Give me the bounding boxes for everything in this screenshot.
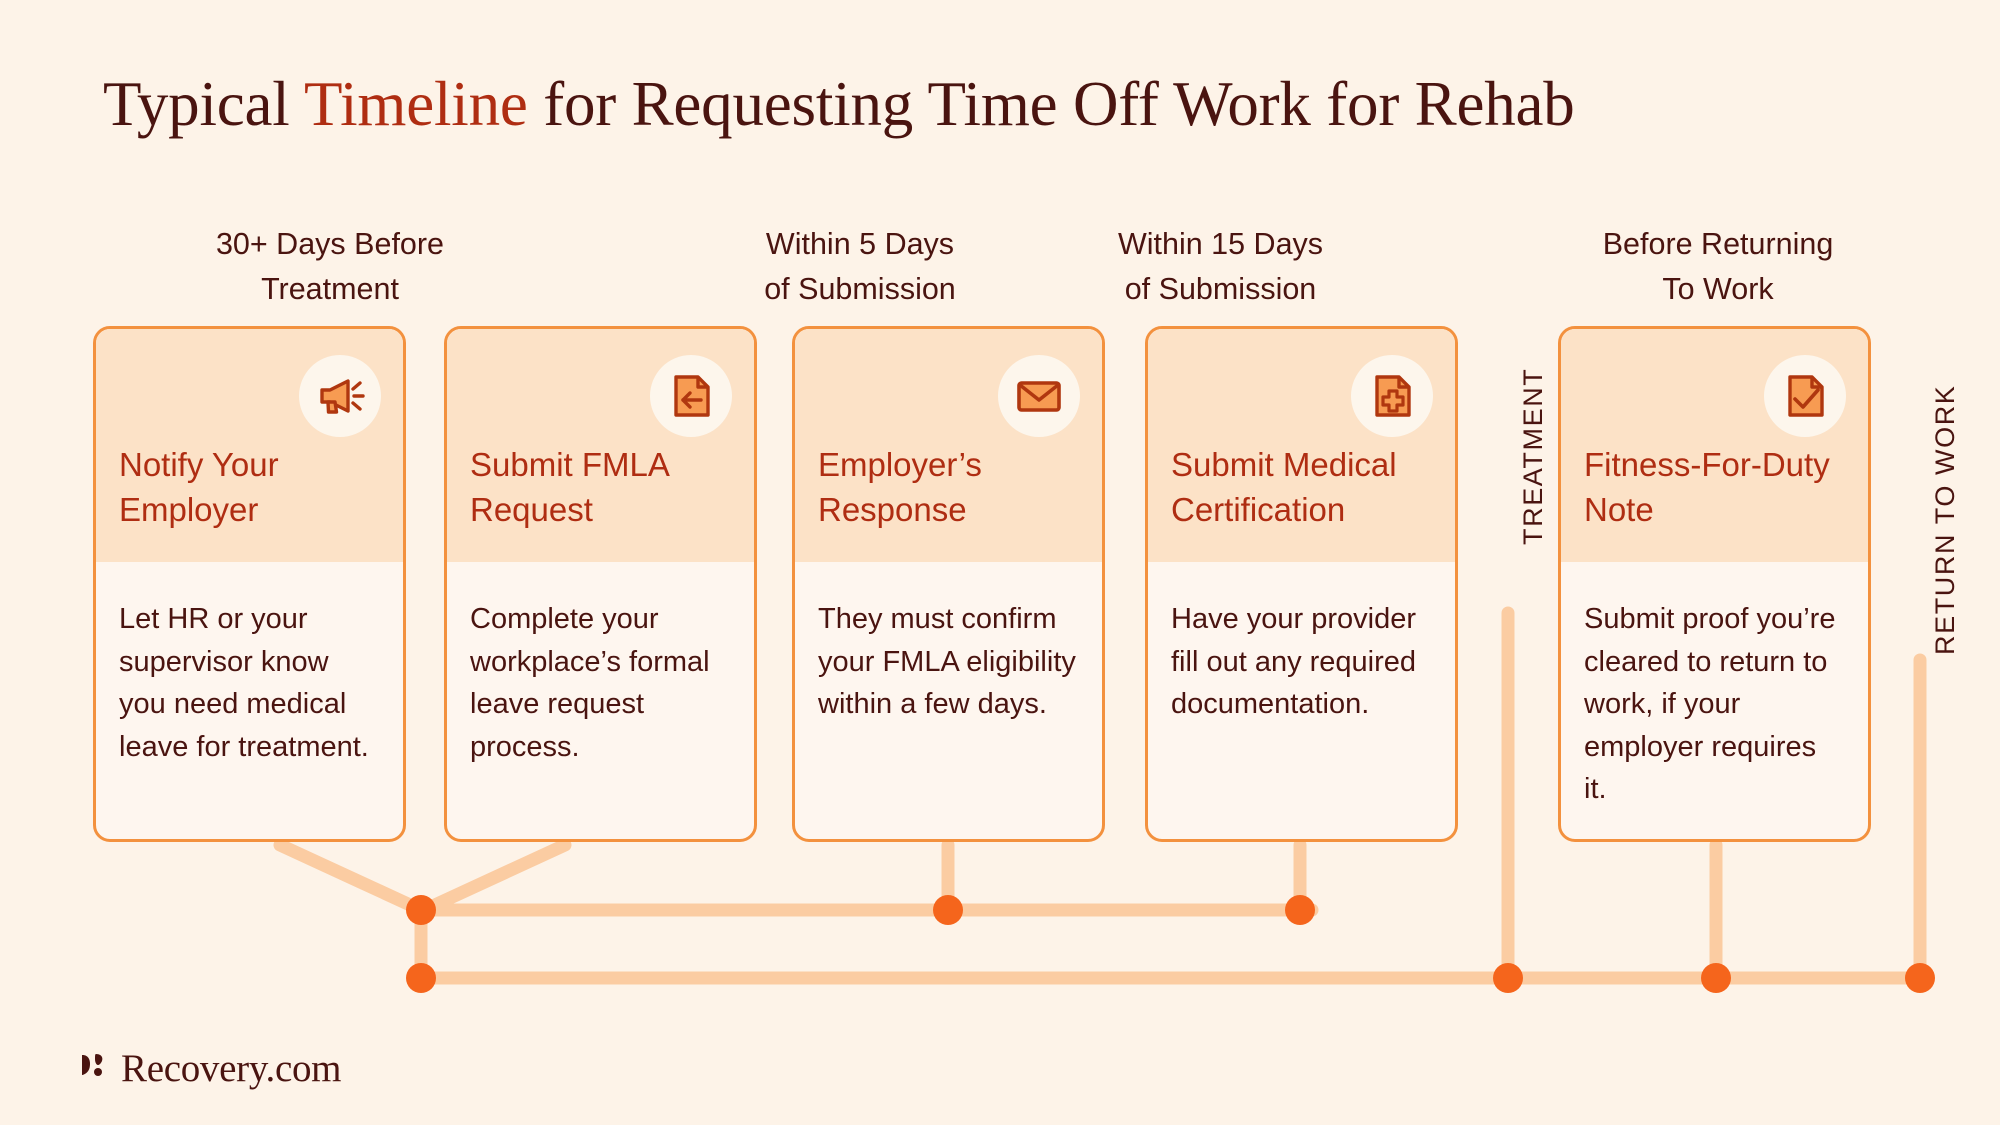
page-title: Typical Timeline for Requesting Time Off… <box>103 68 1933 141</box>
timeline-dot <box>1285 895 1315 925</box>
card-title: Submit FMLA Request <box>470 446 669 528</box>
timeline-dot <box>1905 963 1935 993</box>
phase-label-return-to-work: RETURN TO WORK <box>1930 384 1960 655</box>
page-title-after: for Requesting Time Off Work for Rehab <box>527 69 1575 139</box>
timeline-dot <box>406 963 436 993</box>
card-header-area: Notify Your Employer <box>96 329 403 562</box>
leaf-mark-icon <box>82 1053 103 1076</box>
timeline-card-3[interactable]: Employer’s Response They must confirm yo… <box>792 326 1105 842</box>
timeline-dot <box>1701 963 1731 993</box>
timeline-dot <box>933 895 963 925</box>
card-title: Employer’s Response <box>818 446 982 528</box>
document-check-icon <box>1764 355 1846 437</box>
timeline-card-1[interactable]: Notify Your Employer Let HR or your supe… <box>93 326 406 842</box>
page-title-before: Typical <box>103 69 305 139</box>
timeline-card-2[interactable]: Submit FMLA Request Complete your workpl… <box>444 326 757 842</box>
logo-text: Recovery.com <box>121 1047 342 1090</box>
document-medical-cross-icon <box>1351 355 1433 437</box>
card-header-area: Fitness-For-Duty Note <box>1561 329 1868 562</box>
card-body: Submit proof you’re cleared to return to… <box>1584 603 1836 805</box>
megaphone-icon <box>299 355 381 437</box>
card-body: They must confirm your FMLA eligibility … <box>818 603 1076 720</box>
card-title: Fitness-For-Duty Note <box>1584 446 1830 528</box>
phase-label-treatment: TREATMENT <box>1518 367 1548 545</box>
card-body: Complete your workplace’s formal leave r… <box>470 603 710 763</box>
card-body: Have your provider fill out any required… <box>1171 603 1417 720</box>
timeline-card-4[interactable]: Submit Medical Certification Have your p… <box>1145 326 1458 842</box>
recovery-logo[interactable]: Recovery.com <box>80 1046 342 1091</box>
document-arrow-left-icon <box>650 355 732 437</box>
timeline-dot <box>1493 963 1523 993</box>
card-body: Let HR or your supervisor know you need … <box>119 603 369 763</box>
timeline-card-5[interactable]: Fitness-For-Duty Note Submit proof you’r… <box>1558 326 1871 842</box>
card-header-area: Employer’s Response <box>795 329 1102 562</box>
envelope-icon <box>998 355 1080 437</box>
card-title: Notify Your Employer <box>119 446 279 528</box>
card-header-area: Submit Medical Certification <box>1148 329 1455 562</box>
timeline-dot <box>406 895 436 925</box>
card-title: Submit Medical Certification <box>1171 446 1397 528</box>
card-header-area: Submit FMLA Request <box>447 329 754 562</box>
page-title-accent: Timeline <box>304 69 528 139</box>
